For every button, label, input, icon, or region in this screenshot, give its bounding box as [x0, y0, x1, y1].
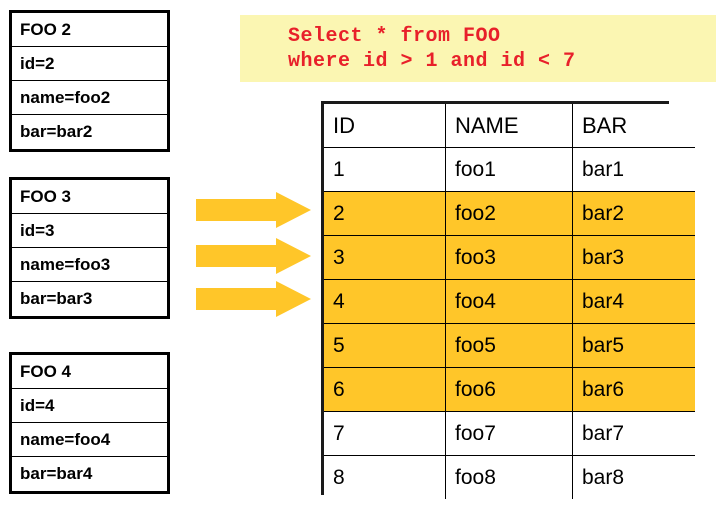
- cell-bar: bar3: [572, 235, 695, 280]
- entity-field-id: id=3: [12, 214, 167, 248]
- table-row: 1 foo1 bar1: [324, 147, 695, 192]
- cell-id: 2: [324, 191, 446, 236]
- table-row: 8 foo8 bar8: [324, 455, 695, 499]
- cell-name: foo6: [445, 367, 573, 412]
- result-table: ID NAME BAR 1 foo1 bar1 2 foo2 bar2 3 fo…: [321, 101, 695, 499]
- entity-box-foo3: FOO 3 id=3 name=foo3 bar=bar3: [9, 177, 170, 319]
- table-row: 4 foo4 bar4: [324, 279, 695, 324]
- entity-field-name: name=foo2: [12, 81, 167, 115]
- cell-name: foo7: [445, 411, 573, 456]
- arrow-right-icon: [196, 281, 311, 317]
- cell-name: foo3: [445, 235, 573, 280]
- entity-field-id: id=2: [12, 47, 167, 81]
- sql-query-line-2: where id > 1 and id < 7: [288, 50, 576, 73]
- entity-box-title: FOO 2: [12, 13, 167, 47]
- cell-id: 6: [324, 367, 446, 412]
- arrow-right-icon: [196, 192, 311, 228]
- table-row: 5 foo5 bar5: [324, 323, 695, 368]
- cell-bar: bar7: [572, 411, 695, 456]
- sql-query-line-1: Select * from FOO: [288, 25, 501, 48]
- table-row: 7 foo7 bar7: [324, 411, 695, 456]
- cell-id: 3: [324, 235, 446, 280]
- cell-bar: bar6: [572, 367, 695, 412]
- cell-bar: bar1: [572, 147, 695, 192]
- cell-name: foo8: [445, 455, 573, 499]
- entity-field-id: id=4: [12, 389, 167, 423]
- cell-name: foo2: [445, 191, 573, 236]
- entity-field-name: name=foo4: [12, 423, 167, 457]
- cell-id: 4: [324, 279, 446, 324]
- entity-box-foo4: FOO 4 id=4 name=foo4 bar=bar4: [9, 352, 170, 494]
- entity-field-bar: bar=bar2: [20, 122, 93, 141]
- cell-bar: bar2: [572, 191, 695, 236]
- entity-field-bar: bar=bar4: [20, 464, 93, 483]
- cell-name: foo5: [445, 323, 573, 368]
- cell-id: 8: [324, 455, 446, 499]
- entity-box-title: FOO 4: [12, 355, 167, 389]
- column-header-name: NAME: [445, 104, 573, 148]
- entity-field-bar: bar=bar3: [20, 289, 93, 308]
- table-header-row: ID NAME BAR: [324, 104, 695, 148]
- cell-bar: bar4: [572, 279, 695, 324]
- entity-box-foo2: FOO 2 id=2 name=foo2 bar=bar2: [9, 10, 170, 152]
- cell-id: 5: [324, 323, 446, 368]
- arrow-right-icon: [196, 238, 311, 274]
- sql-query-callout: Select * from FOO where id > 1 and id < …: [240, 15, 716, 82]
- column-header-id: ID: [324, 104, 446, 148]
- cell-bar: bar5: [572, 323, 695, 368]
- cell-bar: bar8: [572, 455, 695, 499]
- entity-box-title: FOO 3: [12, 180, 167, 214]
- cell-name: foo1: [445, 147, 573, 192]
- cell-id: 1: [324, 147, 446, 192]
- entity-field-name: name=foo3: [12, 248, 167, 282]
- cell-name: foo4: [445, 279, 573, 324]
- table-row: 6 foo6 bar6: [324, 367, 695, 412]
- table-row: 3 foo3 bar3: [324, 235, 695, 280]
- cell-id: 7: [324, 411, 446, 456]
- table-row: 2 foo2 bar2: [324, 191, 695, 236]
- column-header-bar: BAR: [572, 104, 695, 148]
